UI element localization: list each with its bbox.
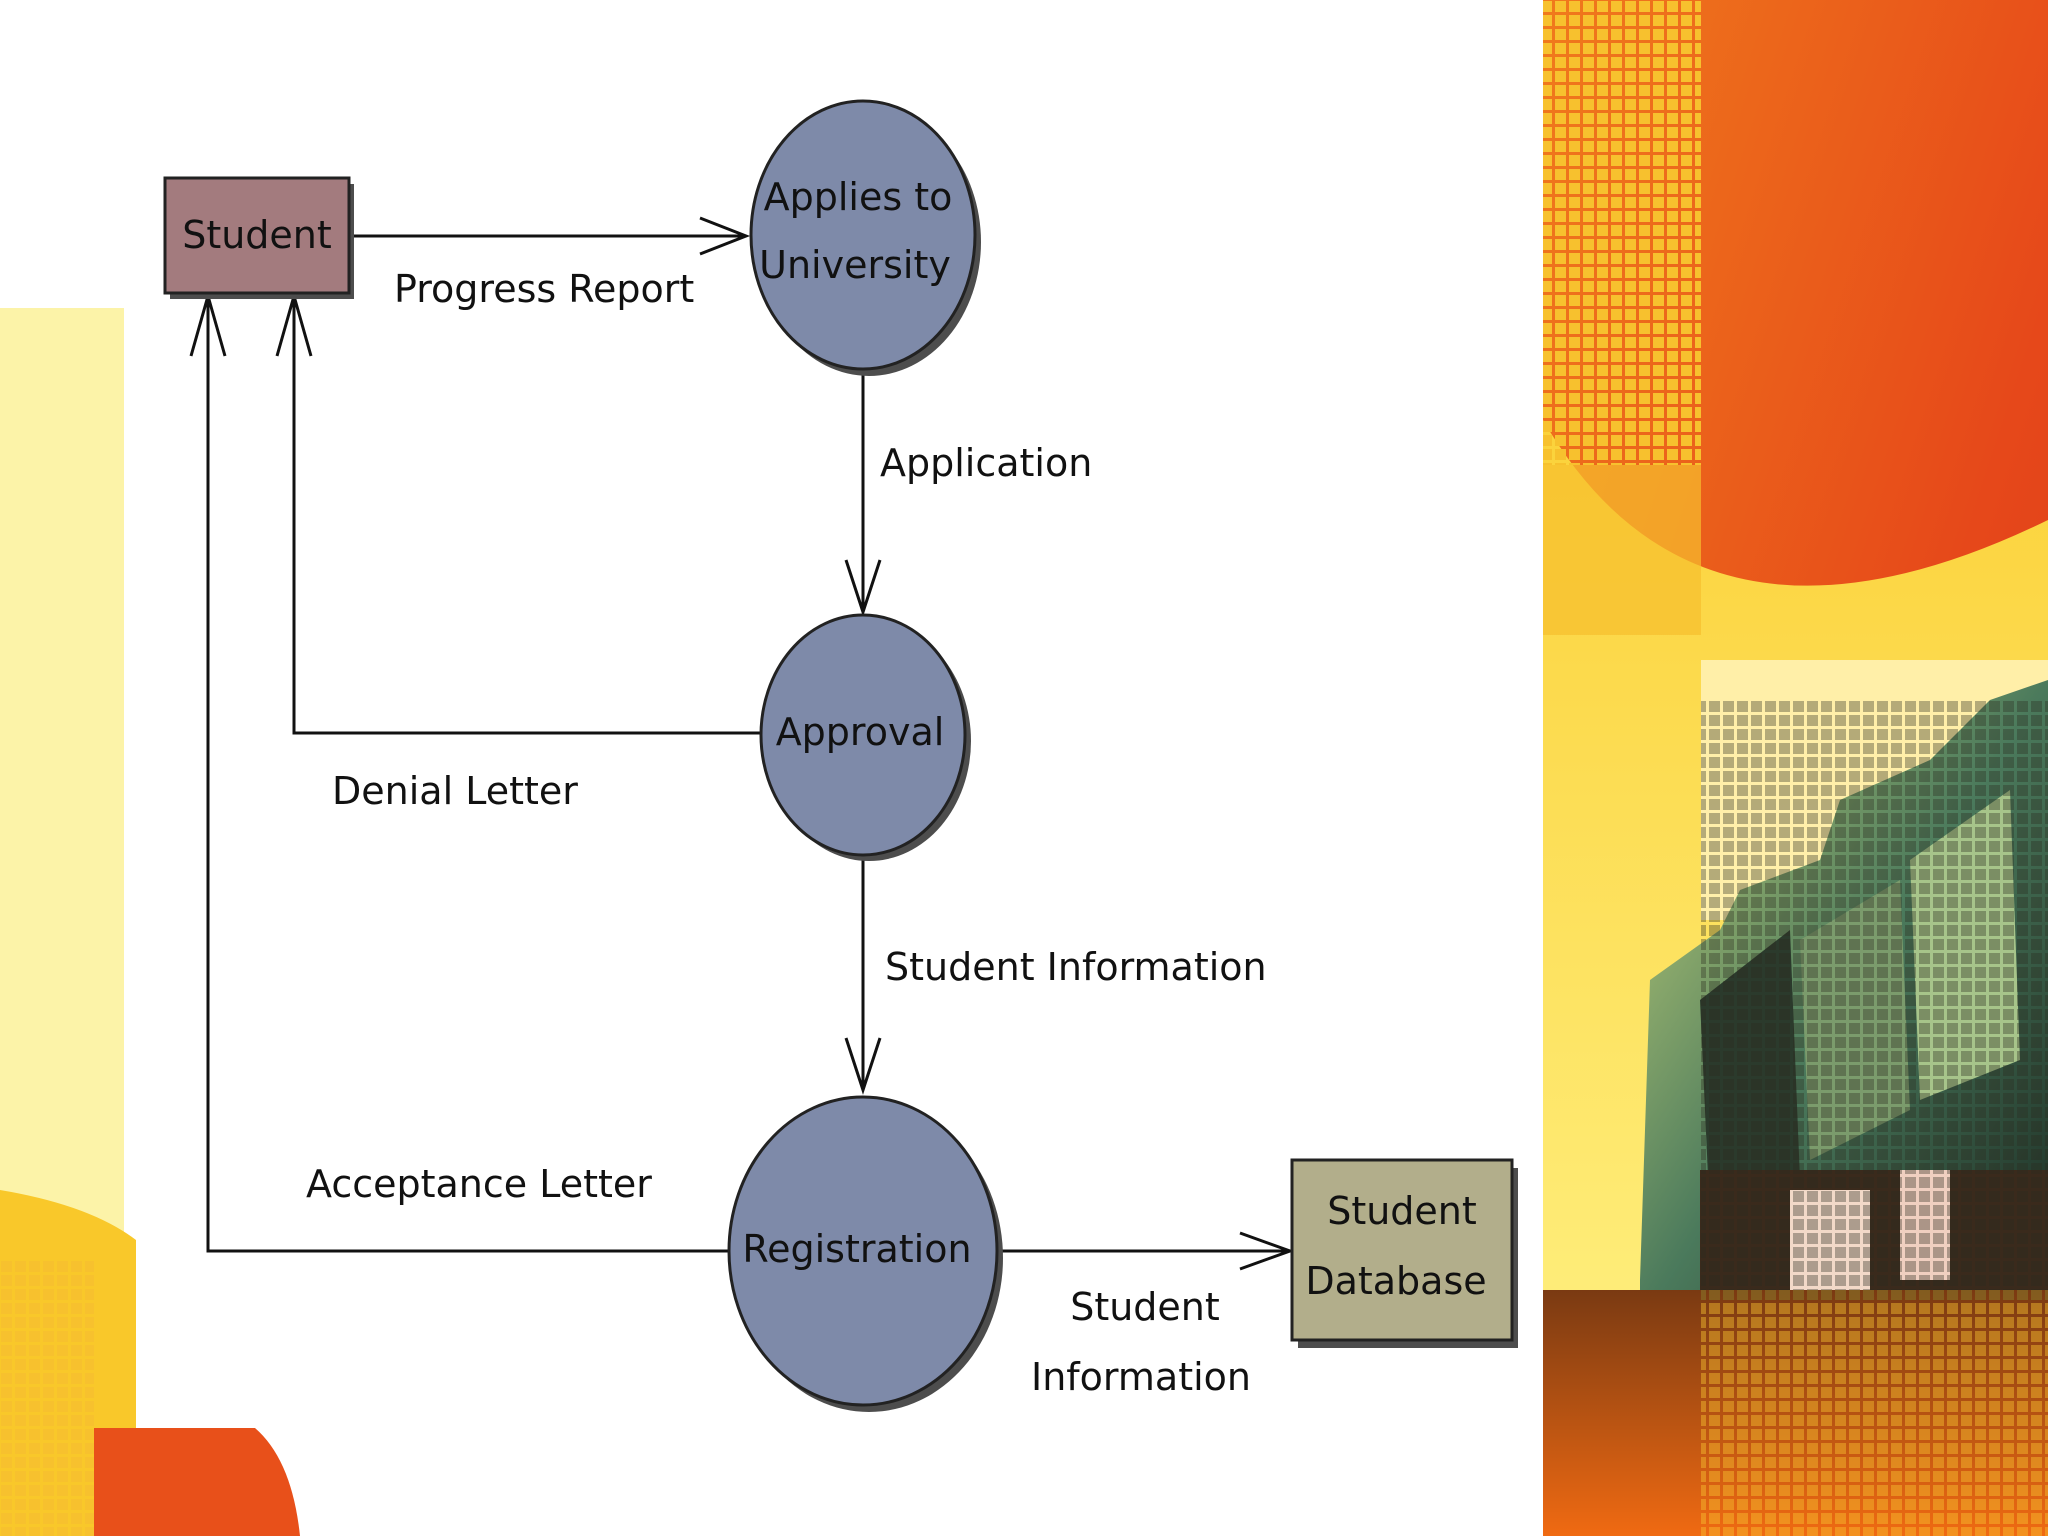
process-applies-to-university: Applies to University <box>749 99 981 376</box>
process-approval-label: Approval <box>776 710 945 754</box>
flow-label-student-information-db-line1: Student <box>1070 1285 1220 1329</box>
left-decoration <box>0 308 300 1536</box>
process-registration-label: Registration <box>742 1227 971 1271</box>
right-decoration <box>1543 0 2048 1536</box>
arrowhead-right <box>699 216 751 256</box>
flow-label-application: Application <box>880 441 1092 485</box>
entity-database-label-line1: Student <box>1327 1189 1477 1233</box>
arrowhead-down <box>844 1037 882 1095</box>
process-registration: Registration <box>727 1095 1003 1412</box>
arrowhead-down <box>844 559 882 617</box>
flow-label-student-information: Student Information <box>885 945 1267 989</box>
entity-student-database: Student Database <box>1290 1158 1518 1348</box>
flow-denial-letter <box>292 296 760 735</box>
flow-label-student-information-db-line2: Information <box>1031 1355 1251 1399</box>
entity-student-label: Student <box>182 213 332 257</box>
entity-student: Student <box>163 176 354 299</box>
entity-database-label-line2: Database <box>1305 1259 1486 1303</box>
flow-acceptance-letter <box>206 296 730 1253</box>
process-approval: Approval <box>759 613 971 861</box>
arrowhead-right <box>1239 1231 1295 1271</box>
flow-label-denial-letter: Denial Letter <box>332 769 578 813</box>
flow-label-acceptance-letter: Acceptance Letter <box>306 1162 652 1206</box>
process-applies-label-line2: University <box>759 243 951 287</box>
flow-labels: Progress Report Application Denial Lette… <box>306 267 1267 1399</box>
data-flow-diagram <box>189 216 1295 1271</box>
flow-label-progress-report: Progress Report <box>394 267 694 311</box>
process-applies-label-line1: Applies to <box>764 175 953 219</box>
